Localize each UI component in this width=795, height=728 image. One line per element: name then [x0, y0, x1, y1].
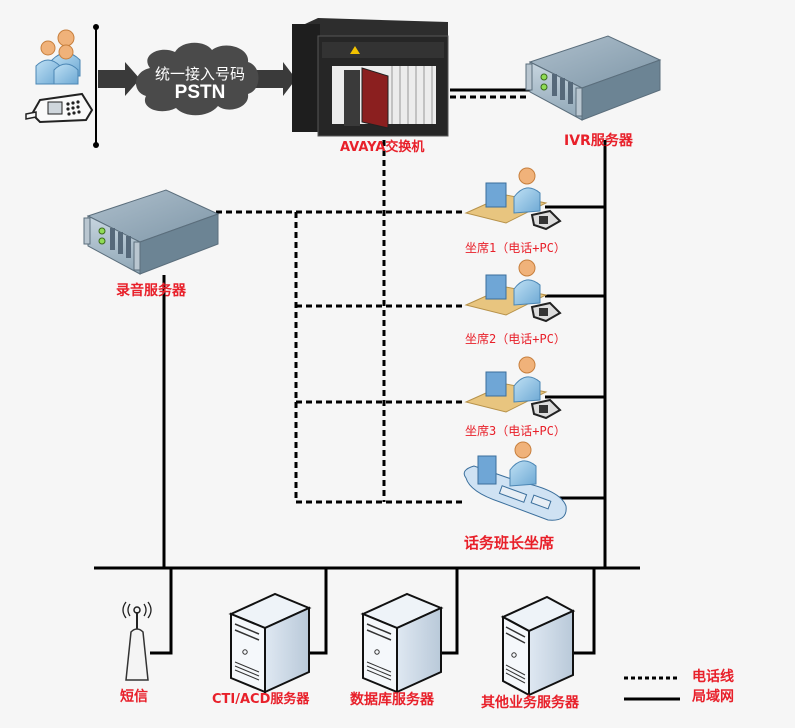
cti-label: CTI/ACD服务器 — [212, 692, 310, 707]
db-label: 数据库服务器 — [350, 692, 434, 708]
caller-boundary — [93, 24, 99, 148]
avaya-label: AVAYA交换机 — [340, 140, 425, 155]
ivr-server-icon — [525, 35, 662, 121]
desk-phone-icon — [25, 92, 94, 124]
agent2-label: 坐席2（电话+PC） — [465, 332, 566, 346]
agent3-workstation-icon — [464, 356, 562, 420]
sms-antenna-icon — [122, 601, 152, 681]
supervisor-label: 话务班长坐席 — [464, 534, 555, 552]
phone-lines — [216, 95, 530, 504]
arrow-to-pstn-icon — [98, 62, 140, 96]
cti-server-icon — [228, 592, 312, 694]
other-server-icon — [500, 595, 576, 697]
ivr-label: IVR服务器 — [564, 133, 633, 149]
users-group-icon — [35, 29, 81, 85]
agent1-label: 坐席1（电话+PC） — [465, 241, 566, 255]
sms-lan-line — [150, 568, 173, 655]
legend-swatches — [624, 676, 680, 701]
pstn-text: PSTN — [174, 81, 226, 103]
agent1-workstation-icon — [464, 167, 562, 231]
pstn-flow — [98, 42, 296, 116]
cti-lan-line — [310, 568, 328, 655]
pstn-cloud-icon — [135, 42, 259, 116]
agent2-workstation-icon — [464, 259, 562, 323]
avaya-switch-icon — [292, 18, 449, 137]
supervisor-desk-icon — [463, 441, 567, 521]
other-lan-line — [570, 568, 596, 655]
sms-label: 短信 — [120, 689, 148, 705]
lan-lines — [94, 88, 640, 655]
db-server-icon — [360, 592, 444, 694]
pstn-cloud-label: 统一接入号码 PSTN — [138, 66, 262, 103]
recording-server-icon — [83, 189, 220, 275]
agent3-label: 坐席3（电话+PC） — [465, 424, 566, 438]
legend-phone-line-label: 电话线 — [692, 669, 734, 685]
other-label: 其他业务服务器 — [481, 695, 579, 711]
connection-lines — [93, 24, 640, 655]
pstn-access-number-text: 统一接入号码 — [154, 65, 245, 83]
arrow-to-avaya-icon — [250, 62, 296, 96]
legend-lan-label: 局域网 — [692, 689, 734, 705]
recording-label: 录音服务器 — [116, 283, 186, 299]
